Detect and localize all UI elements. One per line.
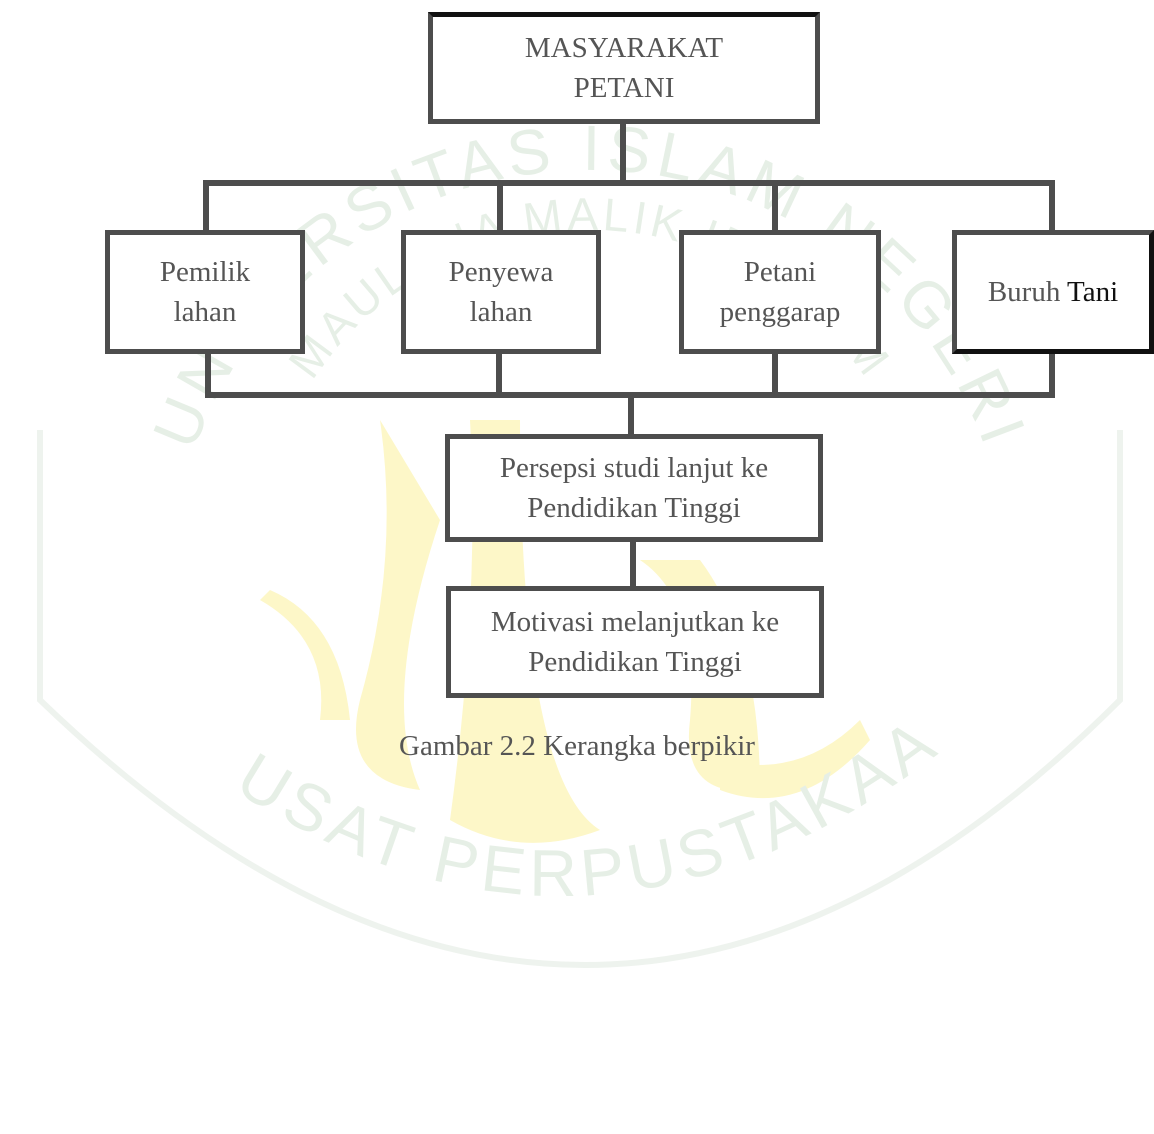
connector-drop-1 [203,180,209,232]
category-box-buruh-tani: Buruh Tani [952,230,1154,354]
connector-rise-3 [772,352,778,398]
category-box-pemilik-lahan: Pemilik lahan [105,230,305,354]
category-box-label: Pemilik lahan [159,256,251,328]
category-label-part-2: Tani [1067,276,1119,308]
figure-caption: Gambar 2.2 Kerangka berpikir [399,730,755,762]
connector-root-stem [620,122,626,184]
watermark-shield-outline [37,430,1123,968]
motivation-box: Motivasi melanjutkan ke Pendidikan Tingg… [446,586,824,698]
perception-box-label: Persepsi studi lanjut ke Pendidikan Ting… [499,452,769,524]
connector-drop-2 [497,180,503,232]
connector-drop-3 [772,180,778,232]
connector-drop-4 [1049,180,1055,232]
connector-rise-1 [205,352,211,398]
connector-to-motivation [630,538,636,588]
motivation-box-label: Motivasi melanjutkan ke Pendidikan Tingg… [490,606,780,678]
category-box-label: Petani penggarap [719,256,841,328]
connector-top-bus [204,180,1055,186]
connector-rise-4 [1049,352,1055,398]
category-box-petani-penggarap: Petani penggarap [679,230,881,354]
category-box-penyewa-lahan: Penyewa lahan [401,230,601,354]
category-box-label: Buruh Tani [988,272,1118,312]
category-label-part-1: Buruh [987,276,1061,308]
category-box-label: Penyewa lahan [448,256,554,328]
root-box-label: MASYARAKAT PETANI [524,32,724,104]
connector-to-perception [628,392,634,436]
root-box-masyarakat-petani: MASYARAKAT PETANI [428,12,820,124]
perception-box: Persepsi studi lanjut ke Pendidikan Ting… [445,434,823,542]
connector-rise-2 [496,352,502,398]
